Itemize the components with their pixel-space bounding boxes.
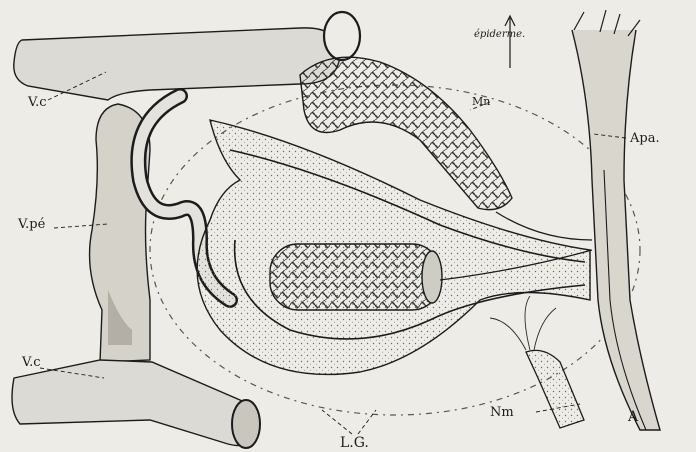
- upper-vein-opening: [324, 12, 360, 60]
- middle-coil-end: [422, 251, 442, 303]
- epidermis-arrow: [505, 16, 515, 68]
- label-vc-top: V.c: [28, 96, 47, 109]
- middle-muscle-coil: [270, 244, 440, 310]
- lower-vein: [12, 360, 257, 446]
- artery-bundle: [572, 30, 660, 430]
- label-apa: Apa.: [630, 132, 660, 145]
- label-nm: Nm: [490, 406, 514, 419]
- label-mn: Mn: [472, 96, 490, 107]
- label-lg: L.G.: [340, 436, 369, 450]
- label-vc-bottom: V.c: [22, 356, 41, 369]
- nerve: [526, 350, 584, 428]
- label-vpe: V.pé: [18, 218, 45, 231]
- lower-vein-opening: [232, 400, 260, 448]
- nerve-fibrils: [490, 296, 556, 350]
- label-a: A: [628, 410, 638, 424]
- label-epiderme: épiderme.: [474, 30, 525, 40]
